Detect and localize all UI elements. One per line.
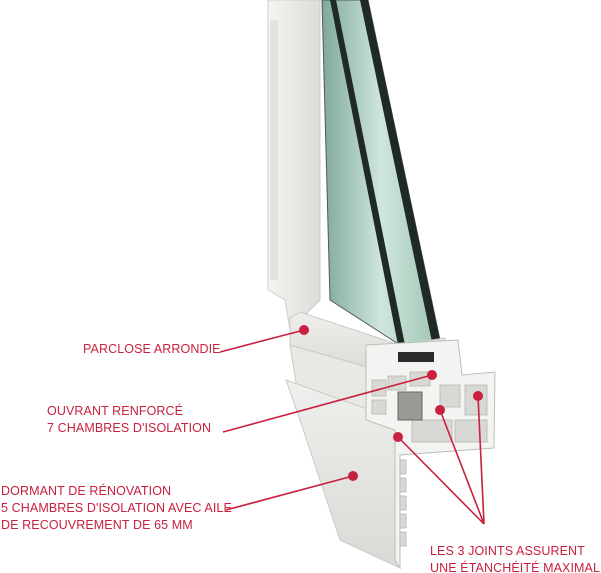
label-line: DORMANT DE RÉNOVATION: [1, 484, 172, 498]
label-parclose: PARCLOSE ARRONDIE: [83, 341, 221, 358]
label-ouvrant: OUVRANT RENFORCÉ 7 CHAMBRES D'ISOLATION: [47, 403, 211, 437]
callout-dot: [435, 405, 445, 415]
label-line: LES 3 JOINTS ASSURENT: [430, 544, 585, 558]
label-dormant: DORMANT DE RÉNOVATION 5 CHAMBRES D'ISOLA…: [1, 483, 232, 534]
label-line: PARCLOSE ARRONDIE: [83, 342, 221, 356]
label-line: DE RECOUVREMENT DE 65 MM: [1, 518, 193, 532]
callout-dot: [473, 391, 483, 401]
joint-callout-line: [397, 436, 485, 525]
joint-callout-line: [477, 395, 485, 525]
callout-dot: [348, 471, 358, 481]
label-line: UNE ÉTANCHÉITÉ MAXIMALE: [430, 561, 601, 573]
callout-dot: [299, 325, 309, 335]
label-line: OUVRANT RENFORCÉ: [47, 404, 184, 418]
ouvrant-callout-line: [222, 374, 433, 433]
label-line: 7 CHAMBRES D'ISOLATION: [47, 421, 212, 435]
callout-dot: [393, 432, 403, 442]
joint-callout-line: [439, 409, 485, 525]
parclose-callout-line: [219, 329, 305, 353]
callout-dot: [427, 370, 437, 380]
label-joints: LES 3 JOINTS ASSURENT UNE ÉTANCHÉITÉ MAX…: [430, 543, 601, 573]
label-line: 5 CHAMBRES D'ISOLATION AVEC AILE: [1, 501, 232, 515]
dormant-callout-line: [225, 475, 354, 511]
